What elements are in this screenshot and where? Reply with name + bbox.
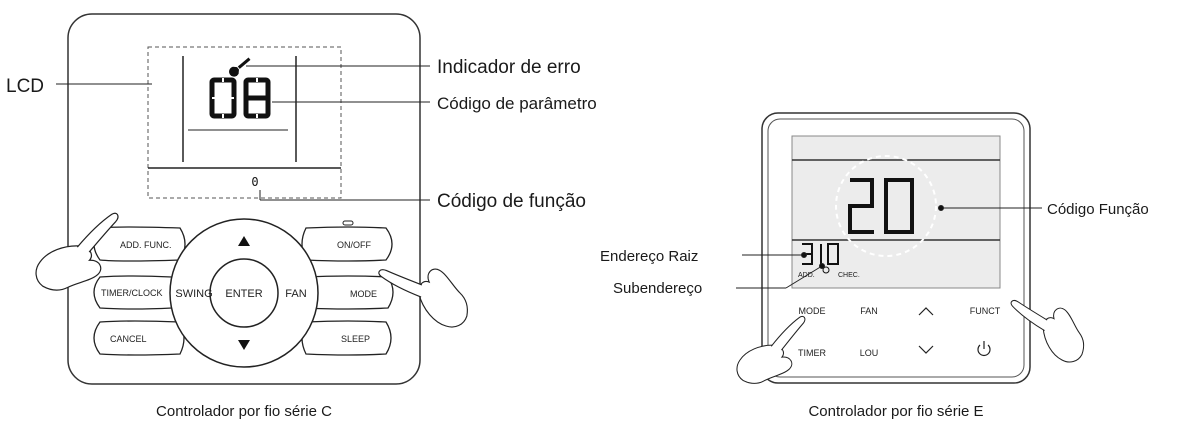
enter-label: ENTER: [225, 288, 262, 300]
add-func-button[interactable]: ADD. FUNC.: [93, 226, 186, 262]
address-digits: [802, 243, 839, 265]
timer-clock-button[interactable]: TIMER/CLOCK: [93, 275, 178, 310]
root-address-callout: Endereço Raiz: [600, 248, 698, 265]
cancel-label: CANCEL: [110, 334, 147, 344]
function-code-callout: Código de função: [437, 191, 586, 212]
on-off-label: ON/OFF: [337, 240, 371, 250]
sleep-label: SLEEP: [341, 334, 370, 344]
fan-button[interactable]: FAN: [285, 288, 306, 300]
power-icon[interactable]: [977, 341, 991, 356]
parameter-code-callout: Código de parâmetro: [437, 94, 597, 113]
function-code-callout: Código Função: [1047, 201, 1149, 218]
sleep-button[interactable]: SLEEP: [301, 320, 392, 356]
series-e-controller: ADD. CHEC. MODE FAN FUNCT TIMER LOU: [600, 112, 1149, 420]
swing-button[interactable]: SWING: [175, 288, 212, 300]
series-e-inner-frame: [767, 118, 1025, 378]
mode-label: MODE: [350, 289, 377, 299]
series-c-caption: Controlador por fio série C: [156, 403, 332, 420]
lou-button[interactable]: LOU: [860, 348, 879, 358]
power-led-icon: [342, 220, 354, 226]
mode-button[interactable]: MODE: [799, 306, 826, 316]
timer-clock-label: TIMER/CLOCK: [101, 288, 163, 298]
lcd-frame: [147, 46, 342, 199]
series-e-callouts: [736, 205, 1042, 289]
series-e-caption: Controlador por fio série E: [808, 403, 983, 420]
fan-button[interactable]: FAN: [860, 306, 878, 316]
on-off-button[interactable]: ON/OFF: [301, 226, 393, 262]
lcd-callout: LCD: [6, 76, 44, 97]
function-digit: 0: [251, 175, 258, 189]
sub-address-callout: Subendereço: [613, 280, 702, 297]
function-code-digits: [848, 178, 914, 234]
cancel-button[interactable]: CANCEL: [93, 320, 185, 356]
wrench-icon: [229, 57, 251, 77]
series-c-lcd: 0: [147, 46, 342, 199]
arrow-down-icon[interactable]: [238, 340, 250, 350]
error-indicator-callout: Indicador de erro: [437, 57, 581, 78]
chevron-down-icon[interactable]: [918, 345, 934, 354]
lcd-screen: [791, 135, 1001, 289]
chevron-up-icon[interactable]: [918, 307, 934, 316]
series-e-lcd: ADD. CHEC.: [791, 135, 1001, 289]
timer-button[interactable]: TIMER: [798, 348, 826, 358]
arrow-up-icon[interactable]: [238, 236, 250, 246]
enter-button[interactable]: [209, 258, 279, 328]
funct-button[interactable]: FUNCT: [970, 306, 1001, 316]
add-func-label: ADD. FUNC.: [120, 240, 172, 250]
series-c-controller: 0 ADD. FUNC. TIMER/CLOCK CANCEL ON/OFF M…: [6, 13, 597, 420]
highlight-circle: [835, 155, 937, 257]
chec-label: CHEC.: [838, 272, 860, 279]
series-c-callouts: [56, 65, 430, 201]
navigation-dial[interactable]: ENTER SWING FAN: [169, 218, 319, 368]
